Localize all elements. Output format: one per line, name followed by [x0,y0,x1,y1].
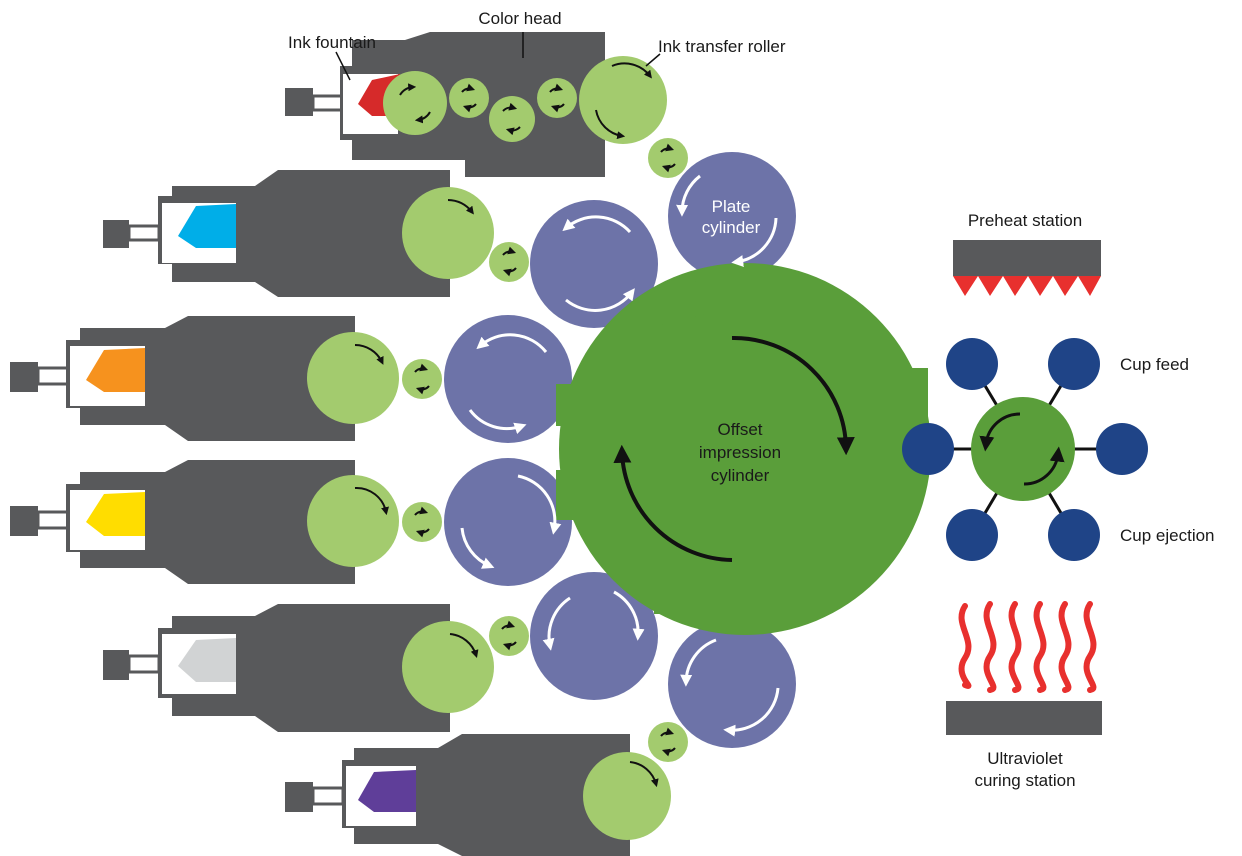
ink-roller [648,138,688,178]
ink-transfer-roller-label: Ink transfer roller [658,37,786,56]
cup [946,338,998,390]
yellow-ink [86,492,145,536]
print-station-yellow [10,460,355,584]
mandrel-hub [971,397,1075,501]
offset-label-1: Offset [717,420,762,439]
plate-cylinder [444,458,572,586]
color-head-label: Color head [478,9,561,28]
orange-ink [86,348,145,392]
ink-roller [489,242,529,282]
ink-roller [383,71,447,135]
print-station-gray [103,604,450,732]
plate-cylinder-label-2: cylinder [702,218,761,237]
uv-label-1: Ultraviolet [987,749,1063,768]
ink-roller [489,96,535,142]
rotation-arrow [731,335,855,456]
uv-curing-station [946,601,1102,735]
offset-label-3: cylinder [711,466,770,485]
cyan-ink [178,204,236,248]
print-station-orange [10,316,355,441]
cup [902,423,954,475]
plate-arrows [460,174,780,737]
ink-roller [402,359,442,399]
ink-fountain-label: Ink fountain [288,33,376,52]
ink-roller [402,502,442,542]
offset-impression-cylinder [556,263,931,635]
ink-transfer-roller [307,332,399,424]
cup [1048,509,1100,561]
cup-mandrel-wheel [902,338,1148,561]
cup [1048,338,1100,390]
cup-ejection-label: Cup ejection [1120,526,1215,545]
gray-ink [178,638,236,682]
uv-label-2: curing station [974,771,1075,790]
ink-roller [449,78,489,118]
plate-cylinder-label-1: Plate [712,197,751,216]
cup-feed-label: Cup feed [1120,355,1189,374]
preheat-station [953,240,1101,296]
rotation-arrow [613,444,733,562]
cup [946,509,998,561]
cup [1096,423,1148,475]
plate-cylinder [668,152,796,280]
ink-roller [489,616,529,656]
motor-block [285,88,313,116]
print-station-cyan [103,170,450,297]
purple-ink [358,770,416,812]
ink-transfer-roller [579,56,667,144]
ink-roller [537,78,577,118]
print-station-purple [285,734,630,856]
ink-roller [648,722,688,762]
color-head [158,170,450,297]
leader-lines [335,32,661,81]
offset-label-2: impression [699,443,781,462]
preheat-station-label: Preheat station [968,211,1082,230]
ink-transfer-roller [402,621,494,713]
ink-transfer-roller [307,475,399,567]
ink-transfer-roller [583,752,671,840]
roller-arrows [354,62,676,788]
